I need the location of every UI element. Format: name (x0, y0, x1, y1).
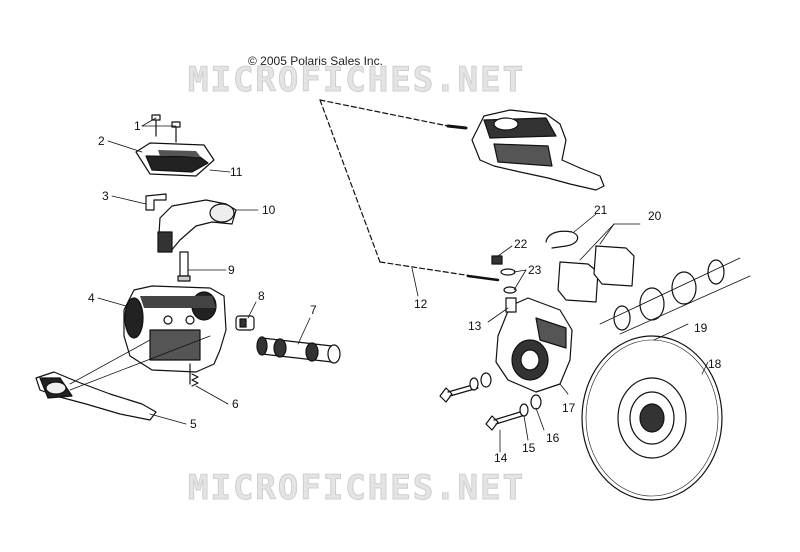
reservoir-cover-part-2 (135, 142, 215, 177)
leader-lines-left (69, 117, 311, 425)
callout-7: 7 (310, 303, 317, 317)
master-cylinder-body-part-4 (123, 285, 227, 385)
callout-21: 21 (594, 203, 608, 217)
watermark-top: MICROFICHES.NET (187, 60, 526, 101)
pad-spring-part-21 (545, 213, 597, 249)
callout-14: 14 (494, 451, 508, 465)
mount-bolts-part-14 (439, 383, 523, 453)
callout-4: 4 (88, 291, 95, 305)
callout-20: 20 (648, 209, 662, 223)
callout-5: 5 (190, 417, 197, 431)
callout-6: 6 (232, 397, 239, 411)
washers-part-23 (500, 268, 527, 294)
screws-part-1 (151, 114, 181, 143)
callout-11: 11 (230, 165, 243, 179)
brake-disc-part-18 (581, 335, 723, 501)
piston-assembly-part-7 (256, 336, 341, 364)
clip-part-3 (145, 193, 167, 211)
assembled-master-cylinder (471, 109, 605, 191)
bleeder-part-13 (487, 297, 517, 323)
brake-lever-part-5 (35, 371, 157, 421)
callout-3: 3 (102, 189, 109, 203)
callout-22: 22 (514, 237, 528, 251)
banjo-bolt-part-22 (491, 245, 513, 265)
callout-8: 8 (258, 289, 265, 303)
watermark-bottom: MICROFICHES.NET (187, 468, 526, 509)
callout-18: 18 (708, 357, 722, 371)
pin-part-9 (177, 251, 191, 282)
callout-2: 2 (98, 134, 105, 148)
washers-part-15-16 (469, 372, 545, 441)
callout-15: 15 (522, 441, 536, 455)
callout-12: 12 (414, 297, 428, 311)
lever-bracket-part-10 (157, 199, 237, 253)
brake-pads-part-20 (557, 223, 641, 303)
caliper-part-17 (495, 297, 573, 395)
piston-kit-part-19 (599, 257, 751, 341)
callout-13: 13 (468, 319, 482, 333)
callout-16: 16 (546, 431, 560, 445)
brake-hose-part-12 (319, 99, 500, 297)
callout-labels: 1 2 3 4 5 6 7 8 9 10 11 12 13 14 15 16 1… (88, 119, 722, 465)
callout-17: 17 (562, 401, 576, 415)
callout-1: 1 (134, 119, 141, 133)
callout-10: 10 (262, 203, 276, 217)
spring-part-6 (191, 373, 199, 387)
copyright-text: © 2005 Polaris Sales Inc. (248, 54, 383, 68)
callout-9: 9 (228, 263, 235, 277)
callout-23: 23 (528, 263, 542, 277)
callout-19: 19 (694, 321, 708, 335)
boot-part-8 (235, 315, 255, 331)
